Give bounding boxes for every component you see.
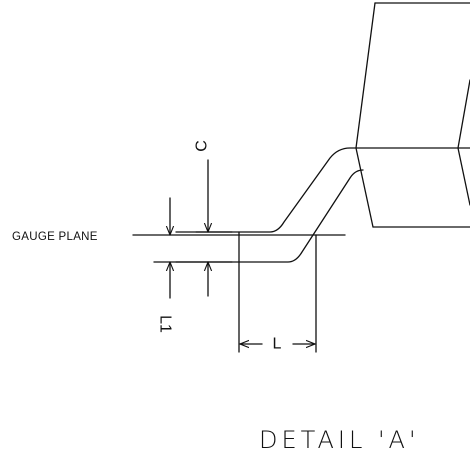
- c-dimension: [195, 159, 233, 297]
- package-body: [355, 2, 470, 228]
- l1-dimension: [153, 197, 233, 299]
- l-dimension: [238, 231, 317, 353]
- gauge-plane-label: GAUGE PLANE: [12, 231, 98, 243]
- lead-profile: [175, 147, 364, 263]
- l-dimension-label: L: [273, 336, 282, 353]
- c-dimension-label: C: [194, 140, 211, 152]
- detail-title: DETAIL 'A': [259, 426, 420, 454]
- l1-dimension-label: L1: [157, 315, 174, 333]
